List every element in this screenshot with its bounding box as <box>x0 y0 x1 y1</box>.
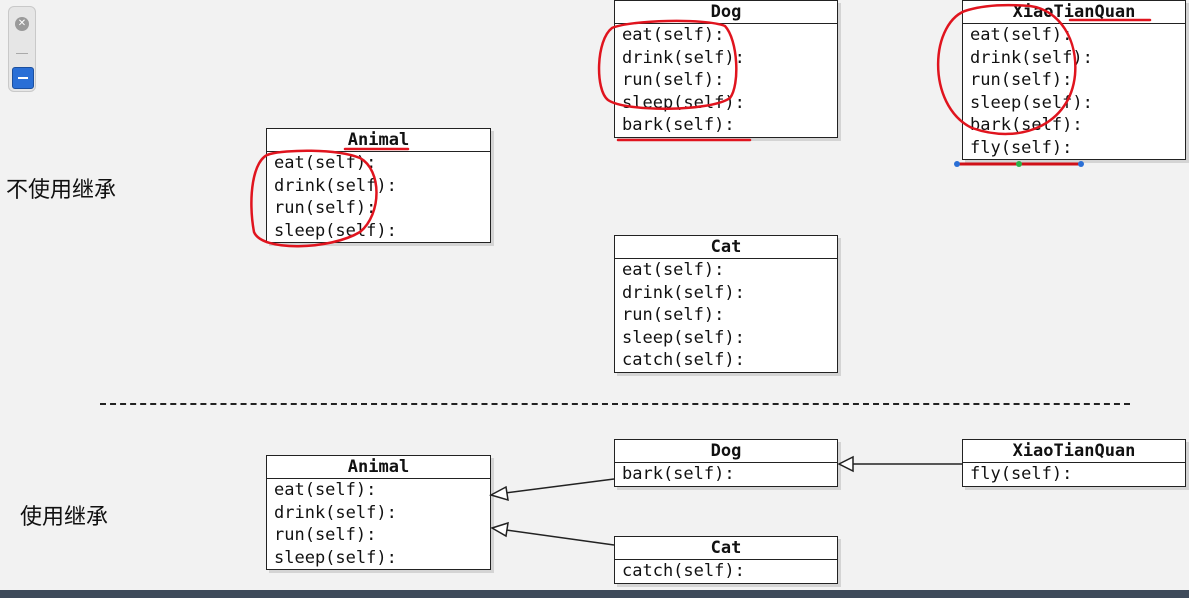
method-item: eat(self): <box>274 153 377 173</box>
method-item: fly(self): <box>970 464 1073 484</box>
method-item: eat(self): <box>970 25 1073 45</box>
class-title: Cat <box>615 236 837 259</box>
method-item: sleep(self): <box>970 92 1093 113</box>
class-box-animal-bottom: Animal eat(self): drink(self): run(self)… <box>266 455 491 570</box>
class-box-animal-top: Animal eat(self): drink(self): run(self)… <box>266 128 491 243</box>
line-tool-icon[interactable] <box>12 67 34 89</box>
class-title: Animal <box>267 456 490 479</box>
method-item: drink(self): <box>274 175 397 196</box>
method-item: eat(self): <box>622 25 725 45</box>
method-item: catch(self): <box>622 350 745 370</box>
inheritance-arrowhead-xtq-dog <box>837 455 854 473</box>
method-item: run(self): <box>274 525 377 545</box>
label-without-inheritance: 不使用继承 <box>6 178 117 203</box>
method-item: fly(self): <box>970 137 1073 158</box>
method-item: catch(self): <box>622 561 745 581</box>
method-item: run(self): <box>622 70 725 90</box>
label-with-inheritance: 使用继承 <box>20 505 109 530</box>
selection-handles <box>954 161 1084 167</box>
section-divider <box>100 403 1130 405</box>
toolbar-divider <box>16 53 28 54</box>
class-box-xiaotianquan-top: XiaoTianQuan eat(self): drink(self): run… <box>962 0 1186 160</box>
class-box-cat-bottom: Cat catch(self): <box>614 536 838 584</box>
method-item: drink(self): <box>970 47 1093 68</box>
inheritance-arrowhead-dog-animal <box>489 485 509 502</box>
selection-handle[interactable] <box>954 161 960 167</box>
class-box-dog-top: Dog eat(self): drink(self): run(self): s… <box>614 0 838 138</box>
class-box-cat-top: Cat eat(self): drink(self): run(self): s… <box>614 235 838 373</box>
inheritance-line-dog-animal <box>504 478 615 494</box>
method-item: bark(self): <box>970 115 1083 135</box>
class-title: Dog <box>615 440 837 463</box>
method-item: drink(self): <box>622 282 745 303</box>
class-title: Cat <box>615 537 837 560</box>
bottom-window-strip <box>0 590 1189 598</box>
method-item: bark(self): <box>622 464 735 484</box>
method-item: eat(self): <box>274 480 377 500</box>
method-item: sleep(self): <box>274 220 397 241</box>
class-title: Dog <box>615 1 837 24</box>
close-icon[interactable]: ✕ <box>15 17 29 31</box>
selection-handle[interactable] <box>1078 161 1084 167</box>
method-item: sleep(self): <box>622 92 745 113</box>
inheritance-arrowhead-cat-animal <box>490 521 509 538</box>
method-item: run(self): <box>970 70 1073 90</box>
class-box-dog-bottom: Dog bark(self): <box>614 439 838 487</box>
method-item: eat(self): <box>622 260 725 280</box>
method-item: bark(self): <box>622 115 735 135</box>
method-item: sleep(self): <box>622 327 745 348</box>
class-title: XiaoTianQuan <box>963 440 1185 463</box>
method-item: run(self): <box>274 198 377 218</box>
class-box-xiaotianquan-bottom: XiaoTianQuan fly(self): <box>962 439 1186 487</box>
class-title: Animal <box>267 129 490 152</box>
inheritance-line-cat-animal <box>505 529 615 546</box>
method-item: sleep(self): <box>274 547 397 568</box>
method-item: drink(self): <box>274 502 397 523</box>
class-title: XiaoTianQuan <box>963 1 1185 24</box>
annotation-toolbar: ✕ <box>8 6 36 92</box>
method-item: run(self): <box>622 305 725 325</box>
selection-handle[interactable] <box>1016 161 1022 167</box>
method-item: drink(self): <box>622 47 745 68</box>
